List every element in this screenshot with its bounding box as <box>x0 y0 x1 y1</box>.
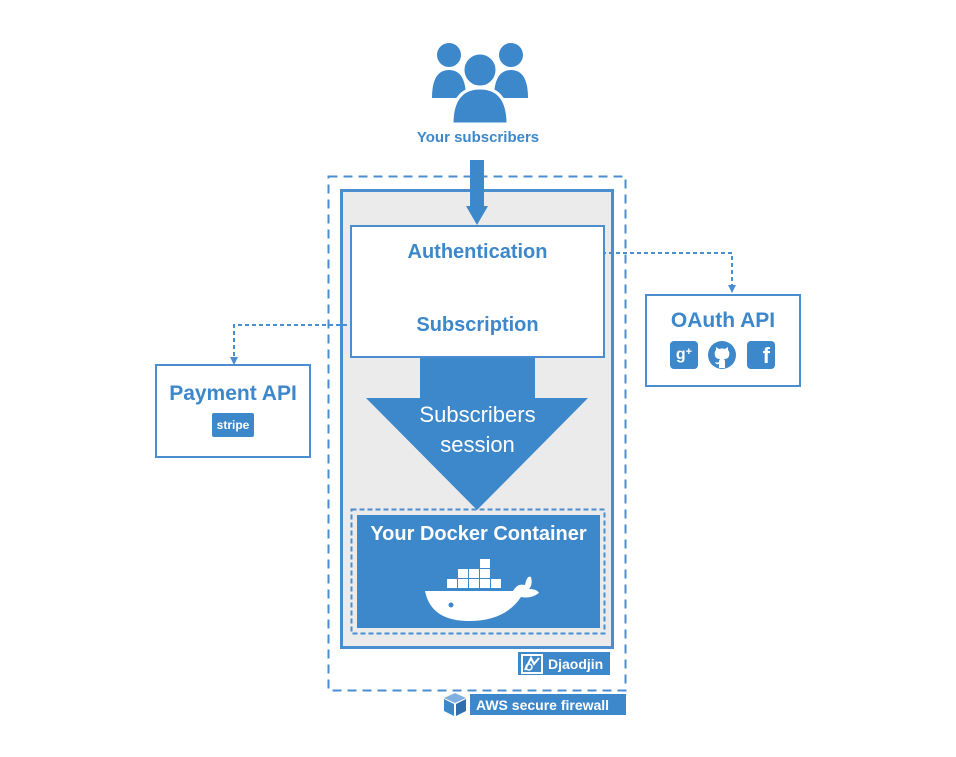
github-icon <box>708 341 736 369</box>
docker-title: Your Docker Container <box>370 523 587 545</box>
aws-tag: AWS secure firewall <box>442 691 627 717</box>
docker-container-box[interactable]: Your Docker Container <box>357 515 600 628</box>
google-plus-icon: g+ <box>670 341 698 369</box>
oauth-api-title: OAuth API <box>670 309 776 332</box>
session-label: Subscribers session <box>400 400 555 460</box>
subscribers-group: Your subscribers <box>400 40 556 152</box>
djaodjin-tag: Djaodjin <box>518 652 610 675</box>
users-icon <box>432 43 528 126</box>
aws-label: AWS secure firewall <box>470 694 626 715</box>
payment-connector <box>233 324 403 357</box>
oauth-api-box[interactable]: OAuth API g+ f <box>645 294 801 387</box>
subscription-label[interactable]: Subscription <box>416 314 539 336</box>
session-arrow <box>366 358 588 510</box>
session-line-2: session <box>440 432 515 457</box>
session-line-1: Subscribers <box>419 402 536 427</box>
payment-api-title: Payment API <box>169 382 297 405</box>
facebook-icon: f <box>747 341 775 369</box>
stripe-logo: stripe <box>212 413 254 437</box>
entry-arrow-shaft <box>470 160 484 208</box>
docker-dashed-frame <box>350 508 606 635</box>
djaodjin-label: Djaodjin <box>548 655 604 672</box>
authentication-label[interactable]: Authentication <box>407 241 548 263</box>
aws-cube-icon <box>444 693 466 716</box>
djaodjin-logo-icon <box>521 653 543 674</box>
auth-subscription-box: Authentication Subscription <box>350 225 605 358</box>
payment-api-box[interactable]: Payment API stripe <box>155 364 311 458</box>
subscribers-label: Your subscribers <box>416 129 540 146</box>
aws-firewall-boundary <box>327 175 627 692</box>
stripe-logo-text: stripe <box>216 418 250 432</box>
aws-label-text: AWS secure firewall <box>476 696 610 713</box>
oauth-connector <box>567 252 733 286</box>
docker-whale-icon <box>425 559 539 621</box>
entry-arrow-head <box>466 206 488 225</box>
